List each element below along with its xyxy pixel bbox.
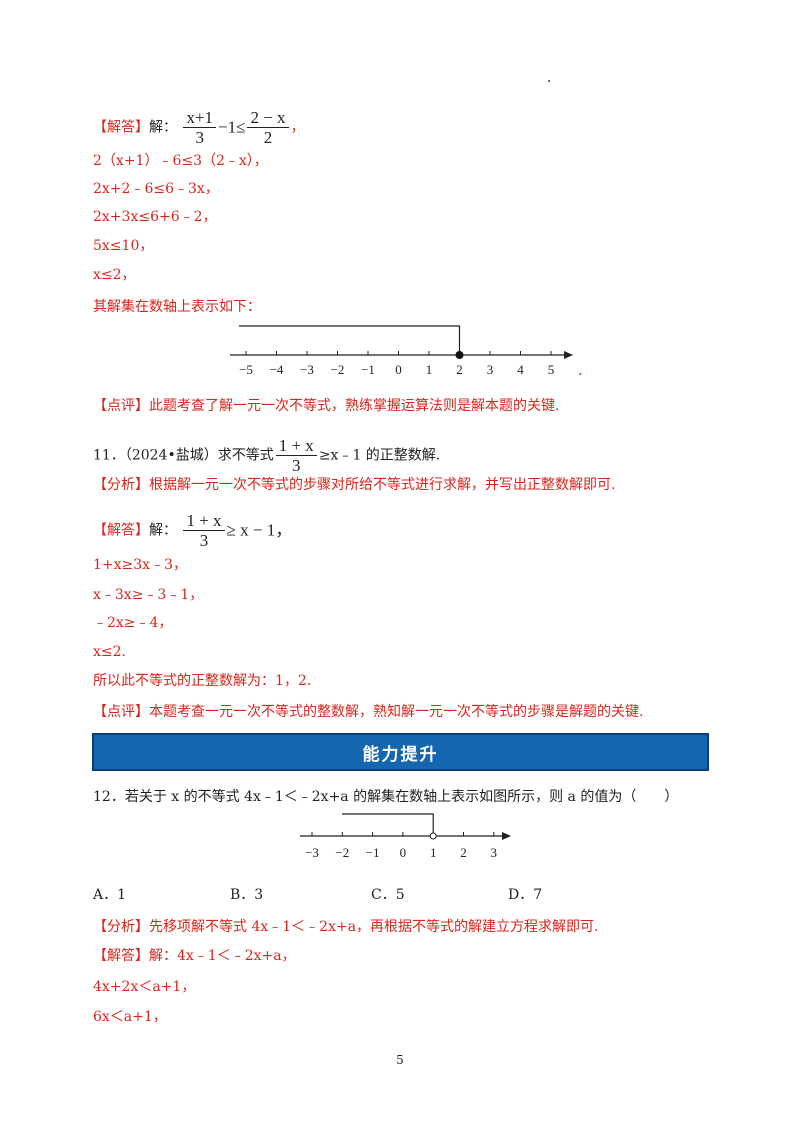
math-text: −1≤ [218, 117, 246, 137]
open-point [429, 832, 437, 840]
comment-text: 本题考查一元一次不等式的整数解，熟知解一元一次不等式的步骤是解题的关键. [149, 704, 644, 720]
choice-a[interactable]: A．1 [93, 887, 127, 903]
tick-label: −2 [335, 845, 349, 860]
page-number: 5 [396, 1053, 404, 1067]
choice-b[interactable]: B．3 [230, 887, 264, 903]
answer-label: 【解答】 [93, 948, 149, 964]
number-line-q12: −3 −2 −1 0 1 2 3 [300, 813, 511, 860]
tick-label: −5 [239, 362, 253, 377]
q12-stem: 12．若关于 x 的不等式 4x﹣1＜﹣2x+a 的解集在数轴上表示如图所示，则… [93, 789, 679, 805]
tick-label: 5 [548, 362, 555, 377]
q10-step-4: 5x≤10， [93, 238, 154, 254]
choice-d[interactable]: D．7 [508, 887, 543, 903]
section-banner: 能力提升 [92, 733, 709, 771]
q11-step-2: x﹣3x≥﹣3﹣1， [93, 587, 204, 603]
q11-step-1: 1+x≥3x﹣3， [93, 557, 187, 573]
q11-conclusion: 所以此不等式的正整数解为：1，2. [93, 673, 312, 689]
tick-label: −4 [270, 362, 284, 377]
q12-analysis: 【分析】先移项解不等式 4x﹣1＜﹣2x+a，再根据不等式的解建立方程求解即可. [93, 917, 599, 937]
math-text: ， [290, 119, 305, 136]
answer-prefix: 解： [149, 119, 177, 136]
q12-step-1: 4x+2x＜a+1， [93, 979, 196, 995]
tick-label: −2 [331, 362, 345, 377]
comment-label: 【点评】 [93, 398, 149, 414]
fraction-denominator: 2 [263, 128, 273, 147]
solution-bracket [239, 325, 461, 355]
solution-bracket [342, 813, 434, 836]
answer-prefix: 解： [149, 522, 177, 539]
tick-label: 3 [491, 845, 498, 860]
tick-label: 1 [426, 362, 433, 377]
tick-label: 1 [430, 845, 437, 860]
fraction-denominator: 3 [195, 128, 205, 147]
analysis-text: 先移项解不等式 4x﹣1＜﹣2x+a，再根据不等式的解建立方程求解即可. [149, 919, 599, 935]
math-text: ≥ x − 1， [226, 520, 293, 540]
stray-dot [548, 80, 550, 82]
fraction-numerator: x+1 [183, 108, 217, 128]
question-source: （2024•盐城）求不等式 [124, 447, 274, 464]
number-line-q10: −5 −4 −3 −2 −1 0 1 2 3 4 5 [230, 325, 573, 377]
tick-label: 2 [460, 845, 467, 860]
q12-step-2: 6x＜a+1， [93, 1009, 167, 1025]
tick-label: −3 [300, 362, 314, 377]
tick-label: −1 [366, 845, 380, 860]
tick-label: 4 [517, 362, 524, 377]
q10-step-1: 2（x+1）﹣6≤3（2﹣x）， [93, 153, 268, 169]
q11-step-3: ﹣2x≥﹣4， [93, 615, 173, 631]
axis-arrow [564, 351, 573, 359]
q12-answer-line: 【解答】解：4x﹣1＜﹣2x+a， [93, 946, 296, 966]
tick-label: 0 [395, 362, 402, 377]
answer-label: 【解答】 [93, 522, 149, 539]
q10-comment: 【点评】此题考查了解一元一次不等式，熟练掌握运算法则是解本题的关键. [93, 396, 559, 416]
fraction-denominator: 3 [199, 531, 209, 550]
axis-arrow [502, 832, 511, 840]
fraction-numerator: 2 − x [247, 108, 289, 128]
closed-point [455, 351, 464, 359]
comment-text: 此题考查了解一元一次不等式，熟练掌握运算法则是解本题的关键. [149, 398, 560, 414]
answer-label: 【解答】 [93, 119, 149, 136]
q10-step-2: 2x+2﹣6≤6﹣3x， [93, 181, 219, 197]
q11-comment: 【点评】本题考查一元一次不等式的整数解，熟知解一元一次不等式的步骤是解题的关键. [93, 702, 643, 722]
fraction-numerator: 1 + x [183, 511, 225, 531]
fraction-numerator: 1 + x [275, 436, 317, 456]
tick-label: 3 [487, 362, 494, 377]
number-line-trailing-dot: . [578, 361, 583, 379]
question-number: 11． [93, 447, 125, 464]
question-text: ≥x﹣1 的正整数解. [318, 447, 441, 464]
answer-text: 4x﹣1＜﹣2x+a， [177, 948, 296, 964]
q10-axis-intro: 其解集在数轴上表示如下： [93, 299, 261, 315]
q10-step-5: x≤2， [93, 267, 136, 283]
fraction-denominator: 3 [292, 456, 301, 475]
analysis-text: 根据解一元一次不等式的步骤对所给不等式进行求解，并写出正整数解即可. [149, 477, 616, 493]
tick-label: 2 [456, 362, 463, 377]
analysis-label: 【分析】 [93, 477, 149, 493]
choice-c[interactable]: C．5 [371, 887, 405, 903]
analysis-label: 【分析】 [93, 919, 149, 935]
number-line-q12-group: −3 −2 −1 0 1 2 3 [300, 813, 511, 860]
q11-analysis: 【分析】根据解一元一次不等式的步骤对所给不等式进行求解，并写出正整数解即可. [93, 475, 615, 495]
q10-step-3: 2x+3x≤6+6﹣2， [93, 209, 217, 225]
tick-label: 0 [400, 845, 407, 860]
answer-prefix: 解： [149, 948, 177, 964]
comment-label: 【点评】 [93, 704, 149, 720]
tick-label: −1 [361, 362, 375, 377]
tick-label: −3 [305, 845, 319, 860]
number-line-q10-group: −5 −4 −3 −2 −1 0 1 2 3 4 5 [230, 325, 573, 377]
q11-step-4: x≤2. [93, 644, 126, 660]
